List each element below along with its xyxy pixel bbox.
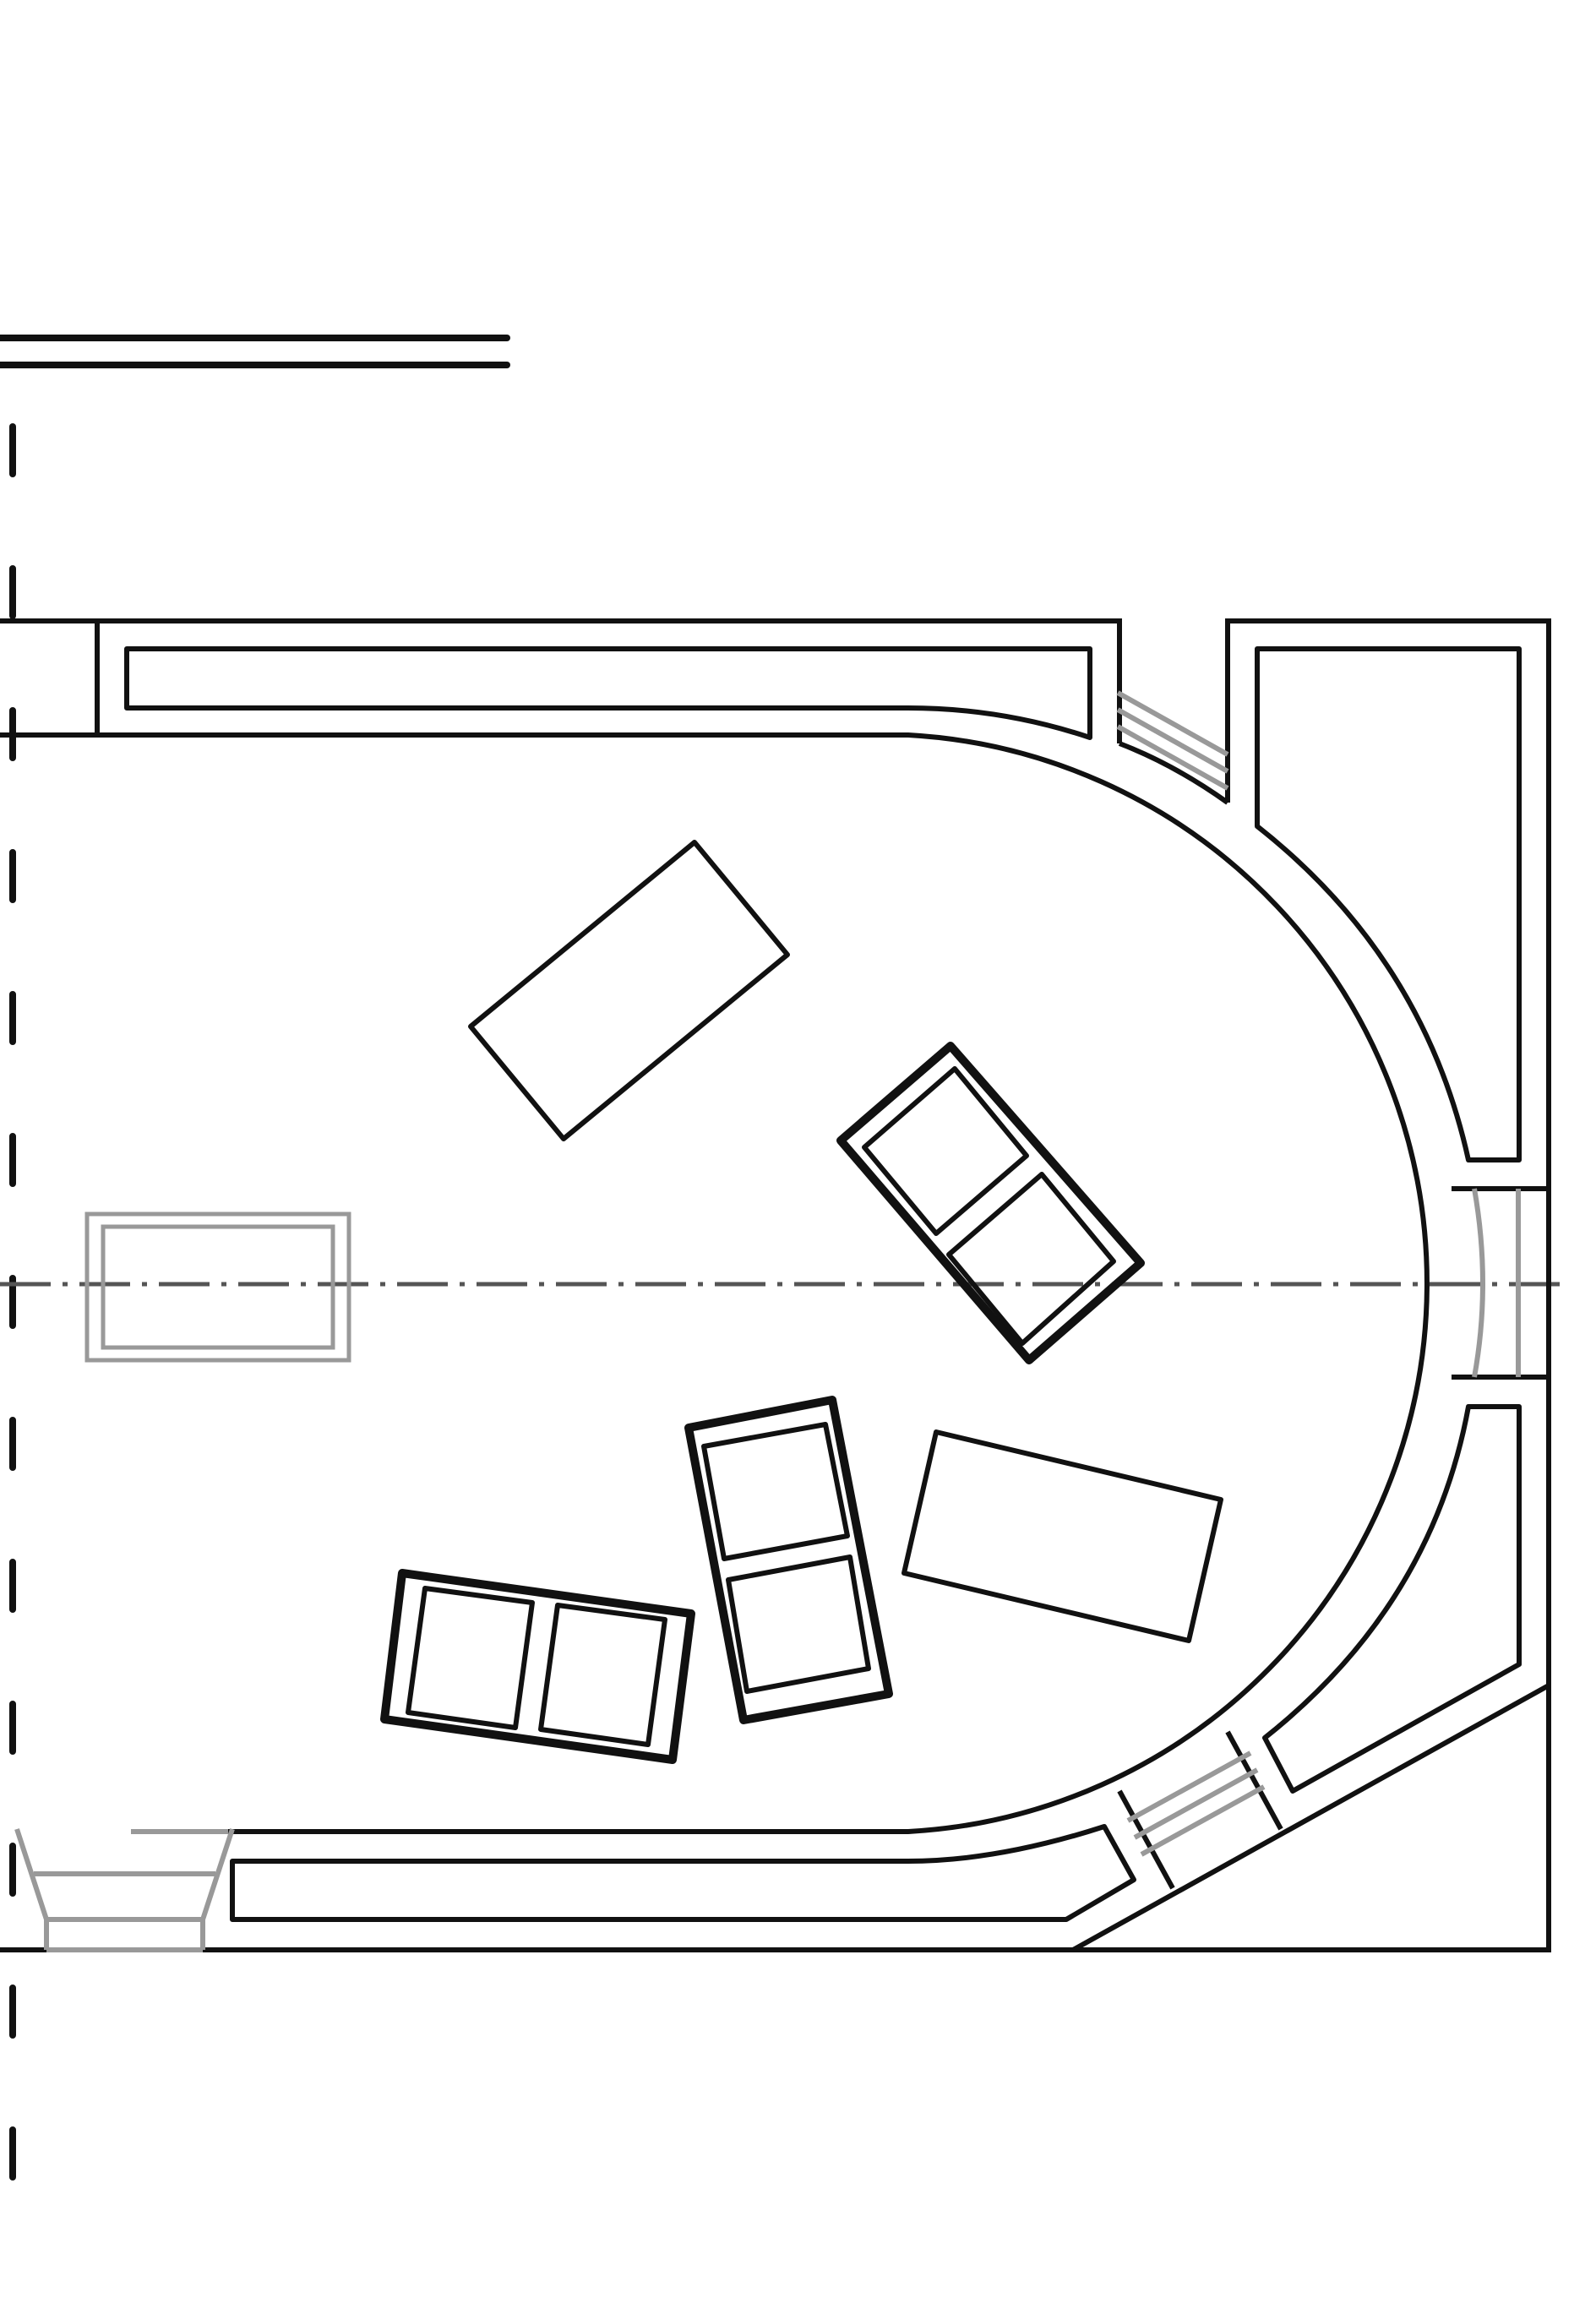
top-left-double-line: [0, 335, 510, 368]
left-fixture: [84, 1211, 351, 1363]
curved-floor-edge: [0, 732, 1430, 1834]
seating-group-3: [380, 1569, 695, 1764]
table-2: [901, 1429, 1223, 1643]
seating-group-2: [684, 1396, 893, 1724]
door-fixtures: [1116, 690, 1521, 1857]
built-in-counters: [124, 646, 1522, 1922]
doorway-jambs: [1117, 741, 1283, 1890]
seating-group-1: [836, 1042, 1145, 1364]
table-1: [468, 840, 790, 1141]
furniture: [380, 840, 1223, 1764]
entry-step: [14, 1828, 235, 1952]
